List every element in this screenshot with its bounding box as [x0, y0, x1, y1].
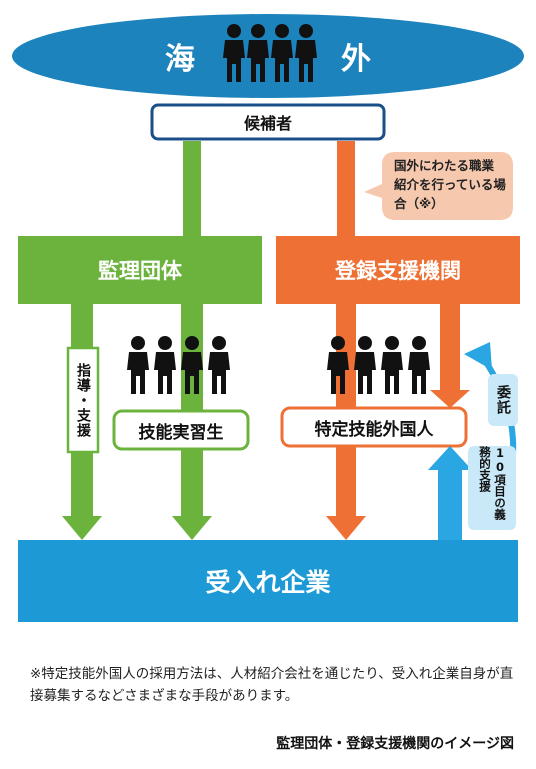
specified-skilled-worker-box	[280, 406, 468, 448]
footnote: ※特定技能外国人の採用方法は、人材紹介会社を通じたり、受入れ企業自身が直接募集す…	[30, 666, 514, 704]
callout-bubble	[364, 152, 513, 220]
mandatory-support-box	[468, 446, 516, 530]
entrust-label: 委託	[495, 385, 511, 415]
orange-trunk	[337, 141, 355, 236]
candidates-box	[150, 103, 386, 141]
registered-support-org-box	[276, 236, 520, 304]
registered-support-org-label: 登録支援機関	[335, 259, 461, 283]
technical-intern-label: 技能実習生	[138, 422, 224, 443]
support-up-arrow	[428, 446, 472, 540]
entrust-box	[488, 374, 518, 426]
supervising-org-label: 監理団体	[98, 259, 182, 283]
mandatory-support-label: 10項目の義務的支援	[478, 446, 507, 520]
overseas-right-label: 外	[341, 42, 371, 77]
candidates-label: 候補者	[243, 114, 292, 133]
skilled-worker-people-icon	[327, 336, 430, 394]
specified-skilled-worker-label: 特定技能外国人	[314, 419, 434, 440]
host-company-box	[18, 540, 518, 622]
diagram-caption: 監理団体・登録支援機関のイメージ図	[276, 736, 514, 752]
guidance-label: 指導・支援	[75, 362, 91, 438]
guidance-box	[66, 346, 100, 454]
technical-intern-people-icon	[127, 336, 230, 394]
supervising-org-box	[18, 236, 262, 304]
host-company-label: 受入れ企業	[205, 568, 331, 597]
overseas-left-label: 海	[165, 42, 195, 77]
orange-arrow-right	[430, 304, 470, 408]
technical-intern-box	[112, 409, 250, 451]
green-trunk	[183, 141, 201, 236]
callout-text: 国外にわたる職業紹介を行っている場合（※）	[394, 158, 506, 211]
